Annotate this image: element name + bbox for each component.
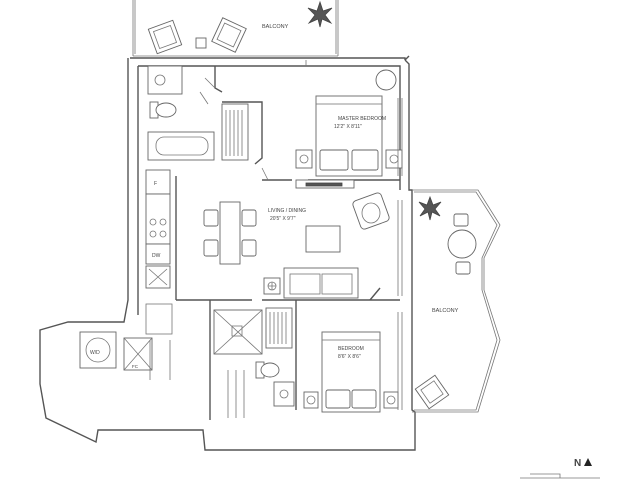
balcony-right: BALCONY <box>412 189 501 413</box>
bedroom-name: BEDROOM <box>338 346 364 352</box>
balcony-chair-right <box>211 17 247 53</box>
nightstand-left <box>295 149 313 169</box>
plant-icon <box>307 0 333 28</box>
fridge <box>145 169 171 195</box>
living-dining-name: LIVING / DINING <box>268 208 306 214</box>
balcony-chair-left <box>147 19 183 55</box>
master-bedroom-dims: 12'2" X 8'11" <box>334 124 362 130</box>
balcony-table-round <box>447 213 477 275</box>
living-dining-dims: 20'5" X 9'7" <box>270 216 296 222</box>
nightstand-right <box>383 391 399 409</box>
bathroom-top <box>147 65 263 165</box>
armchair <box>352 192 390 230</box>
bedroom-bed <box>321 331 381 413</box>
sink-icon <box>154 74 166 86</box>
dishwasher-label: DW <box>152 253 161 259</box>
balcony-top: BALCONY <box>132 0 339 57</box>
vanity-lower <box>273 381 295 407</box>
balcony-chair-lower <box>414 374 450 410</box>
living-dining: LIVING / DINING 20'5" X 9'7" <box>203 179 403 301</box>
fan-coil-label: FC <box>132 364 139 369</box>
plant-icon <box>418 195 442 221</box>
counter <box>145 193 171 245</box>
nightstand-left <box>303 391 319 409</box>
master-bedroom: MASTER BEDROOM 12'2" X 8'11" <box>261 60 403 181</box>
toilet-icon <box>255 361 280 379</box>
balcony-top-label: BALCONY <box>262 24 289 30</box>
bathroom-lower <box>176 299 400 420</box>
north-arrow-icon <box>584 458 592 466</box>
laundry: W/D FC <box>79 303 173 380</box>
shower <box>213 309 263 355</box>
coffee-table <box>305 225 341 253</box>
master-bedroom-name: MASTER BEDROOM <box>338 116 386 122</box>
nightstand-right <box>385 149 403 169</box>
sofa <box>283 267 359 299</box>
fridge-label: F <box>154 181 157 187</box>
sink-icon <box>145 265 171 289</box>
bathtub <box>147 131 215 161</box>
bedroom-dims: 8'6" X 8'6" <box>338 354 361 360</box>
balcony-right-label: BALCONY <box>432 308 459 314</box>
north-arrow: N <box>520 458 600 479</box>
stove-icon <box>149 218 167 238</box>
lamp-table <box>263 277 281 295</box>
balcony-side-table <box>195 37 207 49</box>
north-label: N <box>574 458 581 469</box>
toilet-icon <box>149 101 177 119</box>
tv-console <box>295 179 355 189</box>
bedroom: BEDROOM 8'6" X 8'6" <box>303 312 403 413</box>
exterior-walls <box>39 55 416 451</box>
round-side-table <box>375 69 397 91</box>
dishwasher <box>145 243 171 265</box>
dining-table <box>203 201 257 265</box>
master-bed <box>315 95 383 177</box>
washer-dryer-label: W/D <box>90 350 100 356</box>
kitchen: F DW <box>145 169 177 300</box>
